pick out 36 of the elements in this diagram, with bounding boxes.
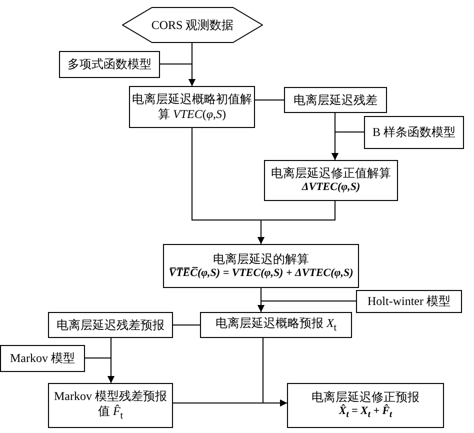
process-box bbox=[129, 86, 255, 128]
arrow bbox=[84, 358, 114, 384]
process-box bbox=[356, 290, 462, 313]
process-box bbox=[284, 87, 387, 113]
process-box bbox=[59, 51, 160, 78]
data-hexagon bbox=[122, 7, 263, 43]
arrow bbox=[262, 338, 288, 406]
formula: ΔVTEC(φ,S) bbox=[300, 181, 362, 195]
box-label: 电离层延迟修正预报 bbox=[310, 390, 420, 404]
box-label: 电离层延迟概略初值解算 VTEC(φ,S) bbox=[131, 92, 253, 122]
process-box bbox=[48, 312, 173, 338]
process-box bbox=[264, 160, 398, 201]
box-label: B 样条函数模型 bbox=[371, 125, 456, 140]
box-label: Holt-winter 模型 bbox=[366, 294, 452, 309]
arrow bbox=[258, 300, 356, 312]
process-box bbox=[48, 383, 173, 428]
arrow bbox=[332, 132, 364, 160]
arrow bbox=[258, 200, 336, 244]
process-box bbox=[364, 116, 464, 149]
connector-line bbox=[172, 324, 200, 326]
box-label: 电离层延迟的解算 bbox=[212, 252, 310, 267]
process-box bbox=[287, 383, 444, 428]
formula: V̅T̅E̅C̅(φ,S) = VTEC(φ,S) + ΔVTEC(φ,S) bbox=[168, 266, 354, 280]
process-box bbox=[200, 312, 352, 338]
box-label: 电离层延迟概略预报 X$_{t}$ bbox=[214, 316, 338, 334]
box-label: 电离层延迟残差预报 bbox=[56, 318, 166, 332]
arrow bbox=[160, 64, 196, 86]
formula: X̂$_{t}$ = X$_{t}$ + F̂$_{t}$ bbox=[338, 405, 394, 421]
process-box bbox=[0, 345, 85, 372]
box-label: Markov 模型 bbox=[9, 351, 76, 366]
box-label: CORS 观测数据 bbox=[150, 18, 235, 32]
box-label: 电离层延迟残差 bbox=[292, 92, 378, 108]
process-box bbox=[163, 244, 359, 288]
box-label: 多项式函数模型 bbox=[66, 57, 152, 72]
box-label: Markov 模型残差预报值 F̂$_{t}$ bbox=[53, 388, 168, 422]
box-label: 电离层延迟修正值解算 bbox=[270, 166, 392, 182]
